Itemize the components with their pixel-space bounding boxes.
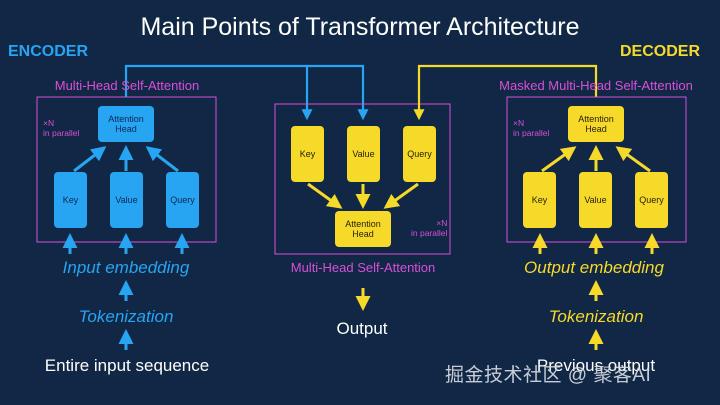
middle-key-node — [291, 126, 324, 182]
decoder-to-middle-connector — [413, 64, 598, 121]
middle-query-label: Query — [407, 148, 432, 159]
encoder-attention-head-label: Attention Head — [108, 113, 144, 134]
middle-parallel-label: ×N in parallel — [411, 218, 448, 239]
watermark: 掘金技术社区 @ 聚客AI — [445, 365, 652, 386]
decoder-arrow-key-head — [541, 146, 577, 173]
encoder-arrow-query-head — [145, 146, 179, 173]
encoder-tokenization-label: Tokenization — [78, 307, 174, 326]
encoder-value-node — [110, 172, 143, 228]
decoder-query-label: Query — [639, 194, 664, 205]
decoder-input-label: Previous output — [536, 356, 656, 375]
decoder-key-node — [523, 172, 556, 228]
encoder-input-label: Entire input sequence — [44, 356, 210, 375]
decoder-attention-head-node — [568, 106, 624, 142]
middle-attention-head-node — [335, 211, 391, 247]
decoder-key-label: Key — [531, 194, 548, 205]
decoder-tokenization-label: Tokenization — [548, 307, 644, 326]
middle-value-label: Value — [352, 148, 375, 159]
decoder-query-node — [635, 172, 668, 228]
decoder-arrow-query-head — [615, 146, 651, 173]
decoder-value-node — [579, 172, 612, 228]
encoder-label: ENCODER — [8, 43, 89, 60]
middle-query-node — [403, 126, 436, 182]
middle-block-label: Multi-Head Self-Attention — [290, 260, 436, 275]
encoder-value-label: Value — [115, 194, 138, 205]
encoder-key-label: Key — [62, 194, 79, 205]
encoder-parallel-label: ×N in parallel — [43, 118, 80, 139]
middle-arrow-key-head — [307, 182, 343, 209]
decoder-label: DECODER — [620, 43, 701, 60]
decoder-attention-head-label: Attention Head — [578, 113, 614, 134]
middle-key-label: Key — [299, 148, 316, 159]
encoder-arrow-key-head — [73, 146, 107, 173]
encoder-block-label: Multi-Head Self-Attention — [54, 78, 200, 93]
decoder-value-label: Value — [584, 194, 607, 205]
decoder-embedding-label: Output embedding — [524, 258, 664, 277]
encoder-key-node — [54, 172, 87, 228]
encoder-to-middle-connector — [124, 64, 369, 121]
decoder-parallel-label: ×N in parallel — [513, 118, 550, 139]
middle-value-node — [347, 126, 380, 182]
decoder-block-label: Masked Multi-Head Self-Attention — [499, 78, 693, 93]
middle-attention-block — [274, 103, 451, 255]
encoder-attention-head-node — [98, 106, 154, 142]
middle-attention-head-label: Attention Head — [345, 218, 381, 239]
middle-output-label: Output — [336, 319, 388, 338]
diagram-title: Main Points of Transformer Architecture — [140, 13, 580, 41]
encoder-query-label: Query — [170, 194, 195, 205]
encoder-query-node — [166, 172, 199, 228]
encoder-embedding-label: Input embedding — [62, 258, 190, 277]
middle-arrow-query-head — [383, 182, 419, 209]
